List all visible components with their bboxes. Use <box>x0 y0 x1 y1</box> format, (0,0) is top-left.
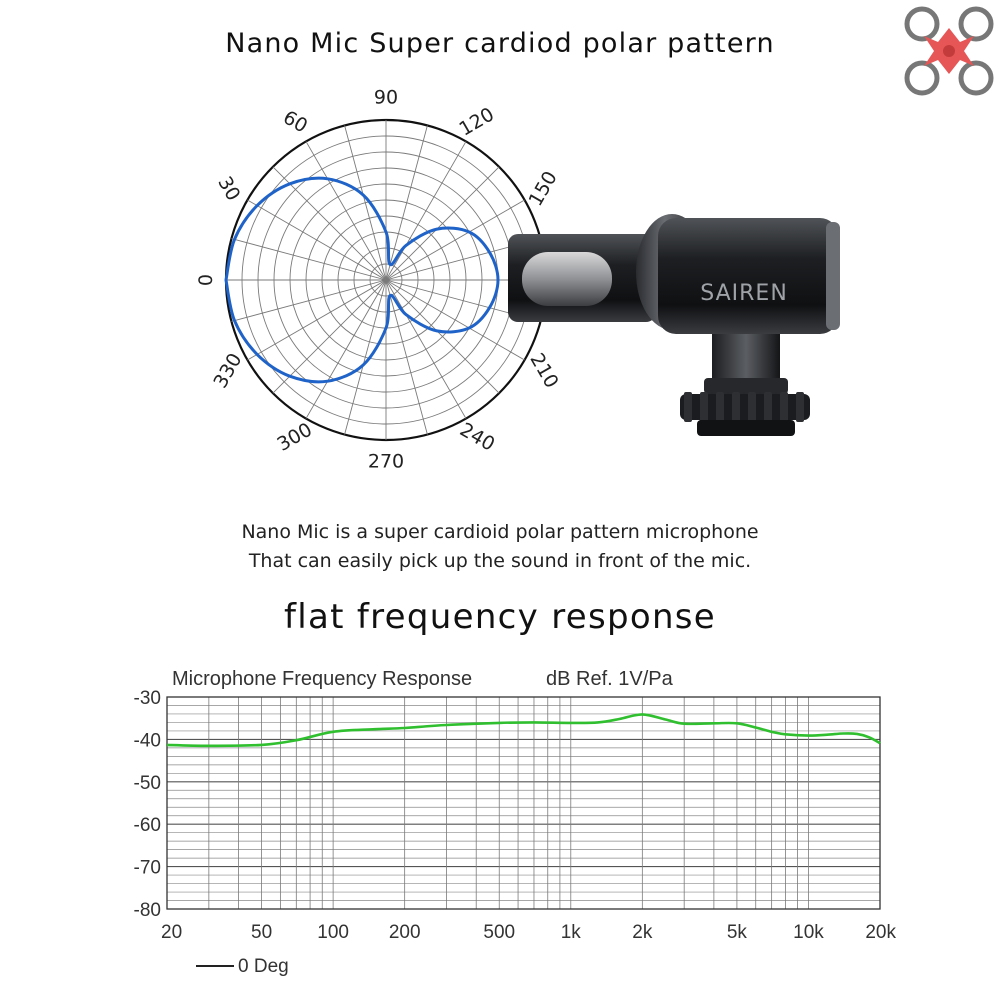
mic-brand-label: SAIREN <box>700 281 788 306</box>
polar-angle-label: 0 <box>194 274 216 286</box>
polar-angle-label: 90 <box>374 87 398 109</box>
x-tick-label: 100 <box>317 922 349 943</box>
x-tick-label: 2k <box>632 922 653 943</box>
y-tick-label: -40 <box>134 730 161 751</box>
x-tick-label: 20 <box>161 922 182 943</box>
x-tick-label: 10k <box>793 922 824 943</box>
frequency-response-curve <box>166 713 881 748</box>
y-tick-label: -30 <box>134 688 161 709</box>
y-tick-label: -60 <box>134 815 161 836</box>
x-tick-label: 5k <box>727 922 748 943</box>
x-tick-label: 1k <box>561 922 582 943</box>
polar-curve <box>224 176 500 384</box>
x-tick-label: 200 <box>389 922 421 943</box>
y-tick-label: -70 <box>134 858 161 879</box>
x-tick-label: 50 <box>251 922 272 943</box>
description-line-2: That can easily pick up the sound in fro… <box>248 550 752 572</box>
plot-frame <box>166 696 881 910</box>
x-tick-label: 20k <box>865 922 896 943</box>
y-tick-label: -80 <box>134 900 161 921</box>
chart-title: Microphone Frequency Response <box>172 668 472 690</box>
x-tick-label: 500 <box>483 922 515 943</box>
section-title: flat frequency response <box>283 597 717 637</box>
chart-subtitle: dB Ref. 1V/Pa <box>546 668 674 690</box>
legend-label: 0 Deg <box>238 956 289 977</box>
description-line-1: Nano Mic is a super cardioid polar patte… <box>241 521 759 543</box>
frequency-grid <box>166 696 881 910</box>
drone-icon <box>904 6 994 96</box>
page-title: Nano Mic Super cardiod polar pattern <box>225 28 775 59</box>
polar-angle-label: 270 <box>368 451 404 473</box>
y-tick-label: -50 <box>134 773 161 794</box>
